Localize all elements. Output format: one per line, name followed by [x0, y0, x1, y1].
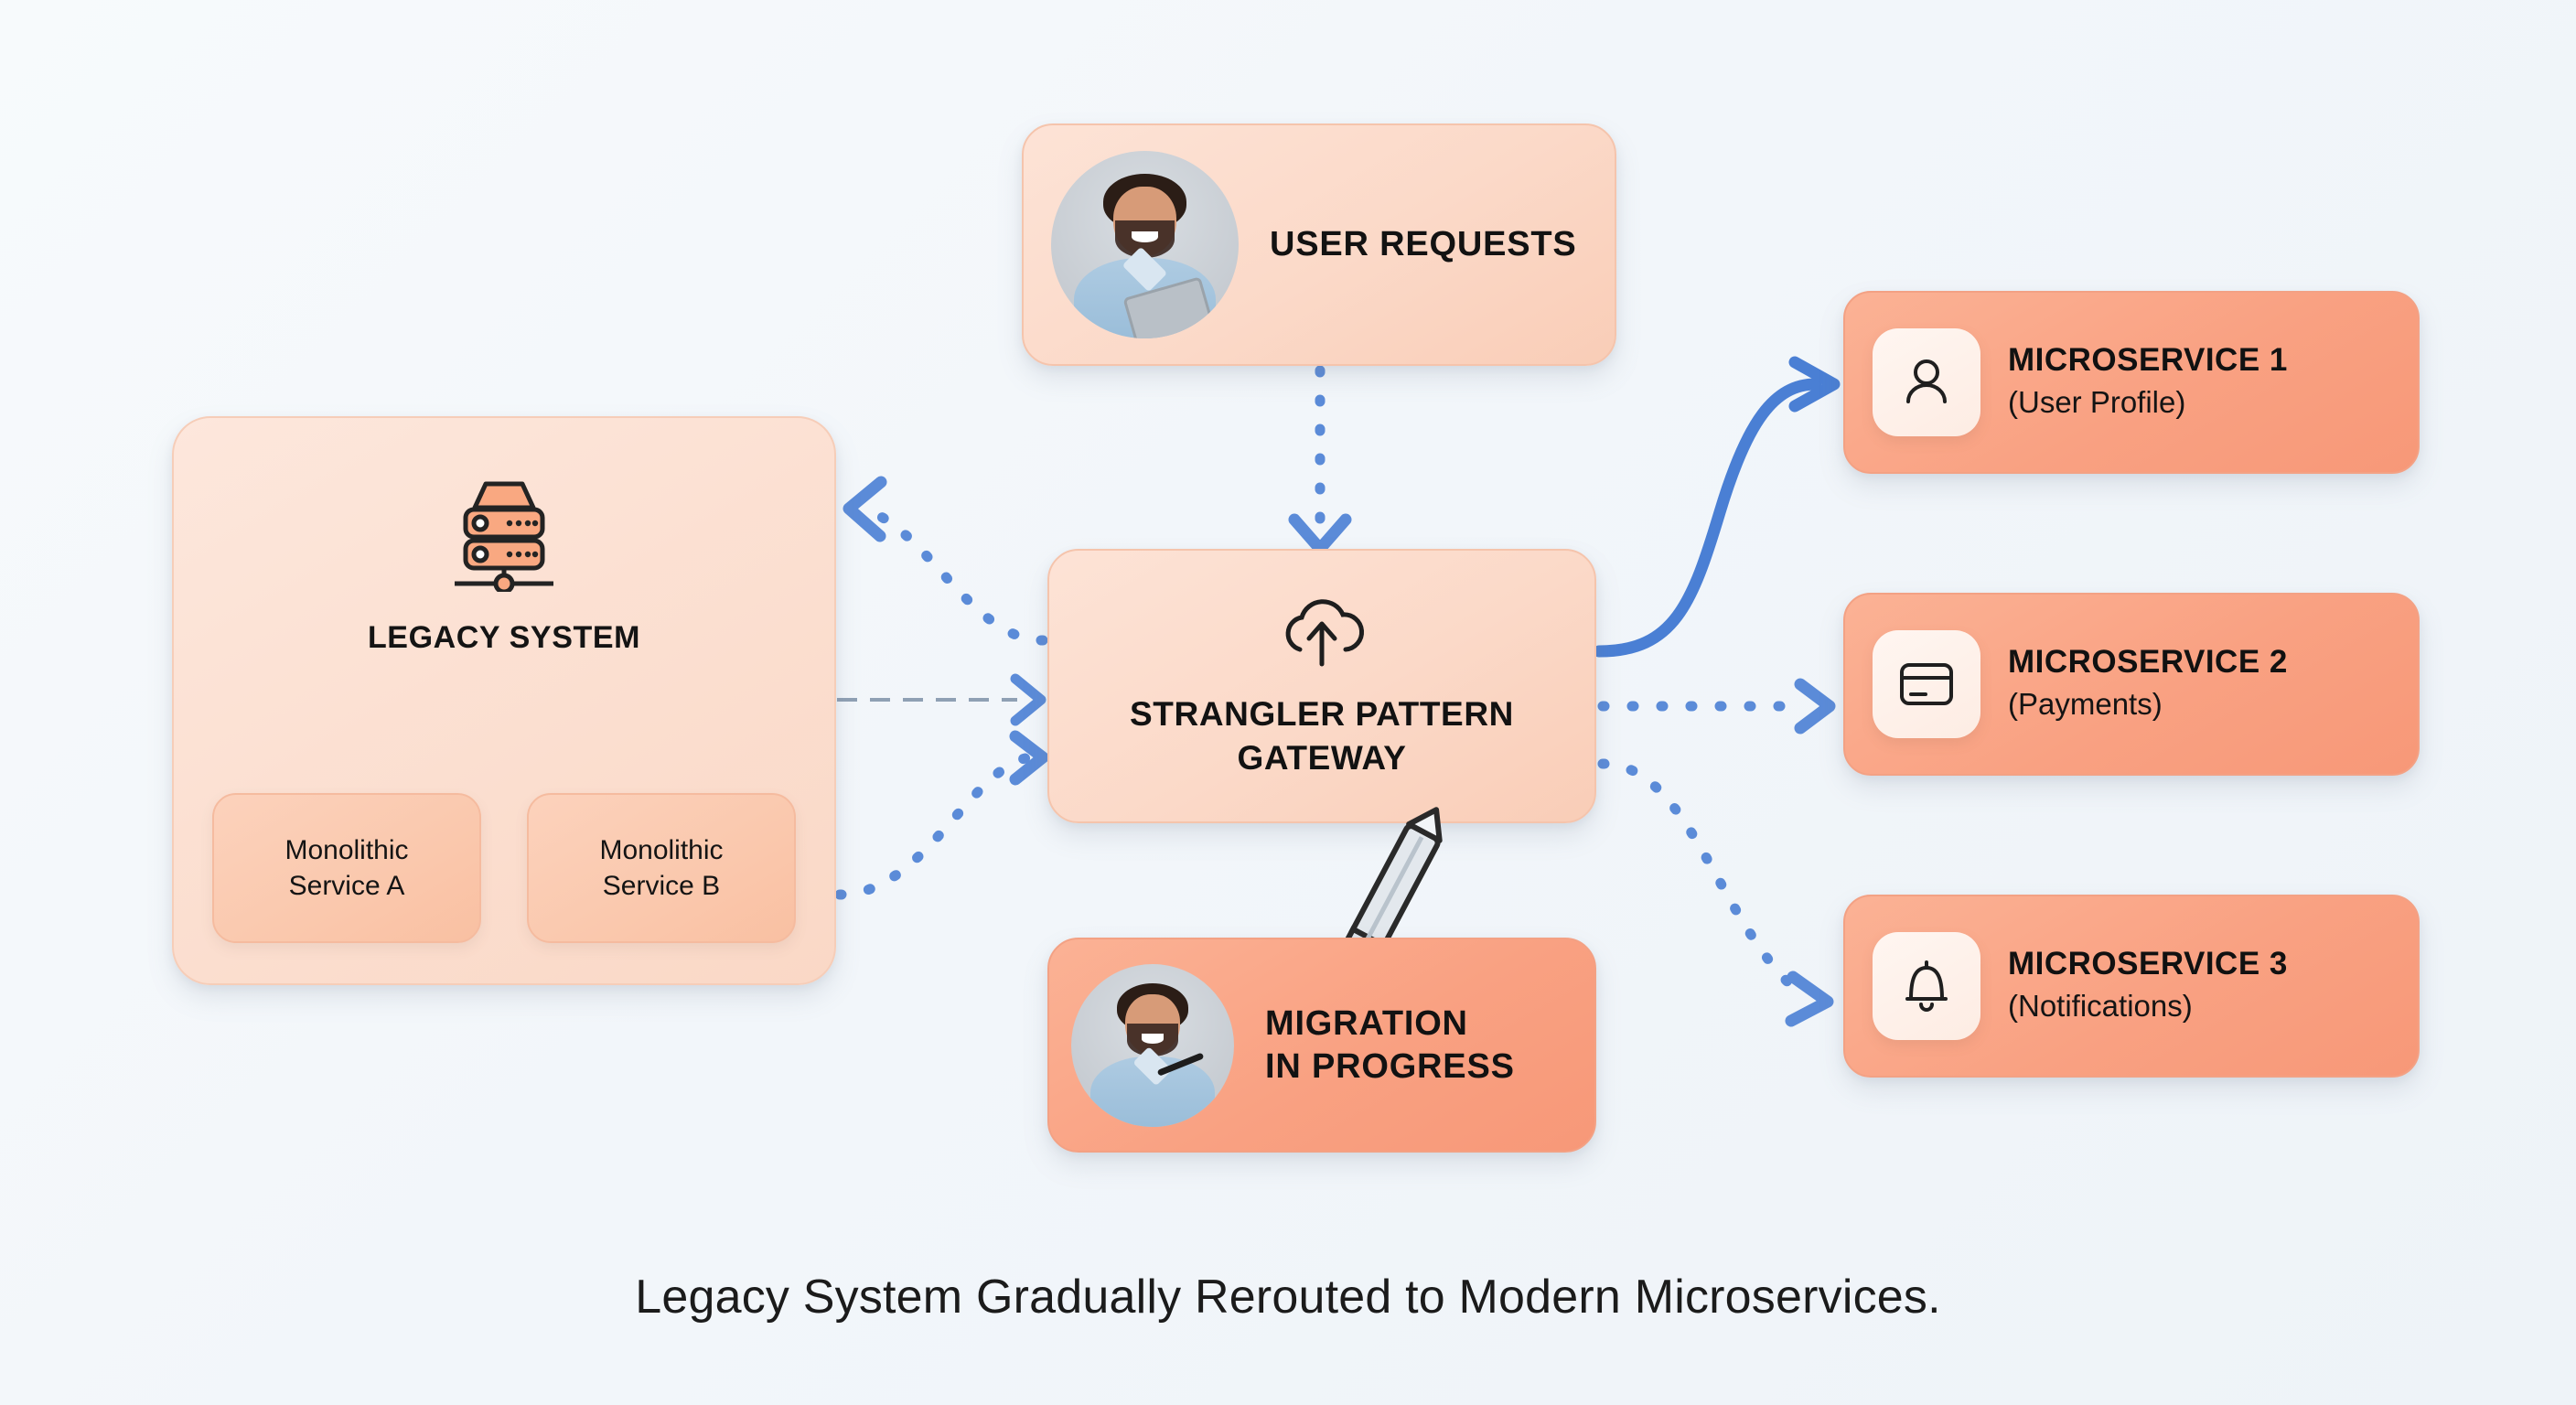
- connector-legacy-to-gateway-bottom: [834, 730, 1049, 900]
- migration-label-line2: IN PROGRESS: [1265, 1046, 1515, 1086]
- monolithic-services-row: Monolithic Service A Monolithic Service …: [212, 793, 796, 943]
- microservice-2-text: MICROSERVICE 2 (Payments): [2008, 644, 2288, 724]
- connector-gateway-to-legacy-top: [843, 476, 1048, 646]
- monolithic-service-b[interactable]: Monolithic Service B: [527, 793, 796, 943]
- gateway-label-line1: STRANGLER PATTERN: [1130, 695, 1514, 734]
- connector-gateway-to-microservice-3: [1597, 758, 1834, 1027]
- microservice-3-text: MICROSERVICE 3 (Notifications): [2008, 946, 2288, 1025]
- microservice-1-title: MICROSERVICE 1: [2008, 342, 2288, 379]
- monolithic-service-a-line2: Service A: [288, 871, 405, 901]
- diagram-caption: Legacy System Gradually Rerouted to Mode…: [635, 1271, 1941, 1324]
- user-requests-label: USER REQUESTS: [1270, 225, 1577, 264]
- microservice-2-card[interactable]: MICROSERVICE 2 (Payments): [1843, 593, 2420, 776]
- bell-icon: [1873, 932, 1980, 1040]
- microservice-1-card[interactable]: MICROSERVICE 1 (User Profile): [1843, 291, 2420, 474]
- legacy-system-card[interactable]: LEGACY SYSTEM Monolithic Service A Monol…: [172, 416, 836, 985]
- cloud-upload-icon: [1272, 593, 1371, 676]
- microservice-2-title: MICROSERVICE 2: [2008, 644, 2288, 681]
- legacy-system-title: LEGACY SYSTEM: [367, 620, 641, 655]
- man-with-pen-avatar: [1071, 963, 1234, 1127]
- server-rack-icon: [440, 475, 568, 596]
- credit-card-icon: [1873, 630, 1980, 738]
- connector-user-requests-to-gateway: [1288, 365, 1352, 555]
- monolithic-service-a[interactable]: Monolithic Service A: [212, 793, 481, 943]
- migration-label-line1: MIGRATION: [1265, 1004, 1468, 1044]
- monolithic-service-b-line1: Monolithic: [599, 835, 724, 865]
- strangler-pattern-gateway-card[interactable]: STRANGLER PATTERN GATEWAY: [1047, 549, 1596, 823]
- migration-label: MIGRATION IN PROGRESS: [1265, 1003, 1515, 1088]
- user-requests-card[interactable]: USER REQUESTS: [1022, 123, 1616, 366]
- microservice-2-subtitle: (Payments): [2008, 686, 2163, 721]
- microservice-1-text: MICROSERVICE 1 (User Profile): [2008, 342, 2288, 422]
- microservice-3-subtitle: (Notifications): [2008, 988, 2193, 1023]
- microservice-3-card[interactable]: MICROSERVICE 3 (Notifications): [1843, 895, 2420, 1078]
- connector-legacy-to-gateway-middle: [837, 673, 1046, 726]
- migration-in-progress-card[interactable]: MIGRATION IN PROGRESS: [1047, 938, 1596, 1153]
- monolithic-service-b-line2: Service B: [602, 871, 721, 901]
- gateway-label-line2: GATEWAY: [1237, 738, 1407, 777]
- microservice-1-subtitle: (User Profile): [2008, 384, 2186, 419]
- user-icon: [1873, 328, 1980, 436]
- gateway-label: STRANGLER PATTERN GATEWAY: [1130, 692, 1514, 779]
- connector-gateway-to-microservice-1: [1593, 356, 1841, 658]
- monolithic-service-a-line1: Monolithic: [284, 835, 409, 865]
- microservice-3-title: MICROSERVICE 3: [2008, 946, 2288, 982]
- man-with-tablet-avatar: [1051, 151, 1239, 338]
- connector-gateway-to-microservice-2: [1597, 678, 1836, 735]
